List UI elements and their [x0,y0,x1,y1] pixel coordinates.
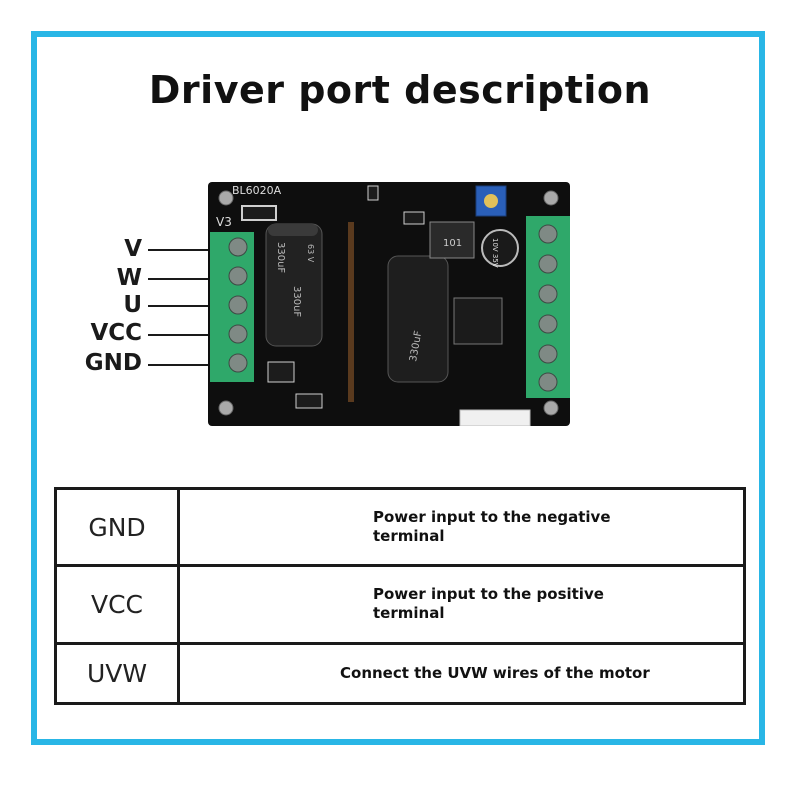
cap-left-label: 330uF [275,242,286,273]
smd-component [403,211,425,225]
screw-icon [538,344,558,364]
port-description-cell: Power input to the negative terminal [177,486,746,568]
inductor [429,221,475,259]
inductor-label: 101 [443,238,462,249]
terminal-block-right [526,216,570,398]
ic-chip [453,297,503,345]
port-name: VCC [90,589,143,619]
cap-left-voltage: 63 V [306,244,315,263]
port-description-cell: Connect the UVW wires of the motor [177,641,746,706]
smd-component [367,185,379,201]
port-description-cell: Power input to the positive terminal [177,564,746,645]
screw-icon [228,324,248,344]
port-label-w: W [116,265,142,291]
screw-icon [543,190,559,206]
screw-icon [538,314,558,334]
port-name-cell: GND [54,486,180,568]
port-name-cell: UVW [54,641,180,706]
port-line-vcc [148,334,220,336]
screw-icon [228,266,248,286]
cap-left-label-2: 330uF [291,286,302,317]
capacitor-center [387,255,449,383]
cap-center-label: 330uF [408,330,424,363]
smd-component [267,361,295,383]
port-label-u: U [123,292,142,318]
page-title: Driver port description [148,68,652,112]
port-label-v: V [124,236,142,262]
table-row: GND Power input to the negative terminal [54,486,746,568]
port-description: Power input to the negative terminal [373,508,611,546]
port-line-gnd [148,364,220,366]
screw-icon [538,224,558,244]
table-row: VCC Power input to the positive terminal [54,564,746,645]
screw-icon [538,372,558,392]
board-version: V3 [216,215,232,229]
port-label-vcc: VCC [90,320,142,346]
potentiometer-knob-icon [484,194,498,208]
smd-diode [241,205,277,221]
port-line-v [148,249,220,251]
table-row: UVW Connect the UVW wires of the motor [54,641,746,706]
screw-icon [218,190,234,206]
border-frame [31,31,765,745]
screw-icon [538,254,558,274]
port-name: GND [88,512,146,542]
port-description-table: GND Power input to the negative terminal… [54,486,746,706]
port-description: Power input to the positive terminal [373,585,604,623]
screw-icon [538,284,558,304]
connector-header [459,409,531,426]
board-model: BL6020A [232,184,282,197]
screw-icon [543,400,559,416]
port-description: Connect the UVW wires of the motor [340,663,650,682]
capacitor-left [265,223,323,347]
driver-board-image: BL6020A V3 330uF 330uF 63 V 330uF 101 10… [208,182,570,426]
heatsink-strip [348,222,354,402]
capacitor-small [481,229,519,267]
port-name-cell: VCC [54,564,180,645]
screw-icon [228,237,248,257]
port-name: UVW [86,658,148,688]
smd-component [295,393,323,409]
capacitor-top [268,224,318,236]
screw-icon [218,400,234,416]
screw-icon [228,295,248,315]
small-cap-label: 10V 35V [491,238,499,268]
port-line-w [148,278,220,280]
screw-icon [228,353,248,373]
port-line-u [148,305,220,307]
port-label-gnd: GND [84,350,142,376]
